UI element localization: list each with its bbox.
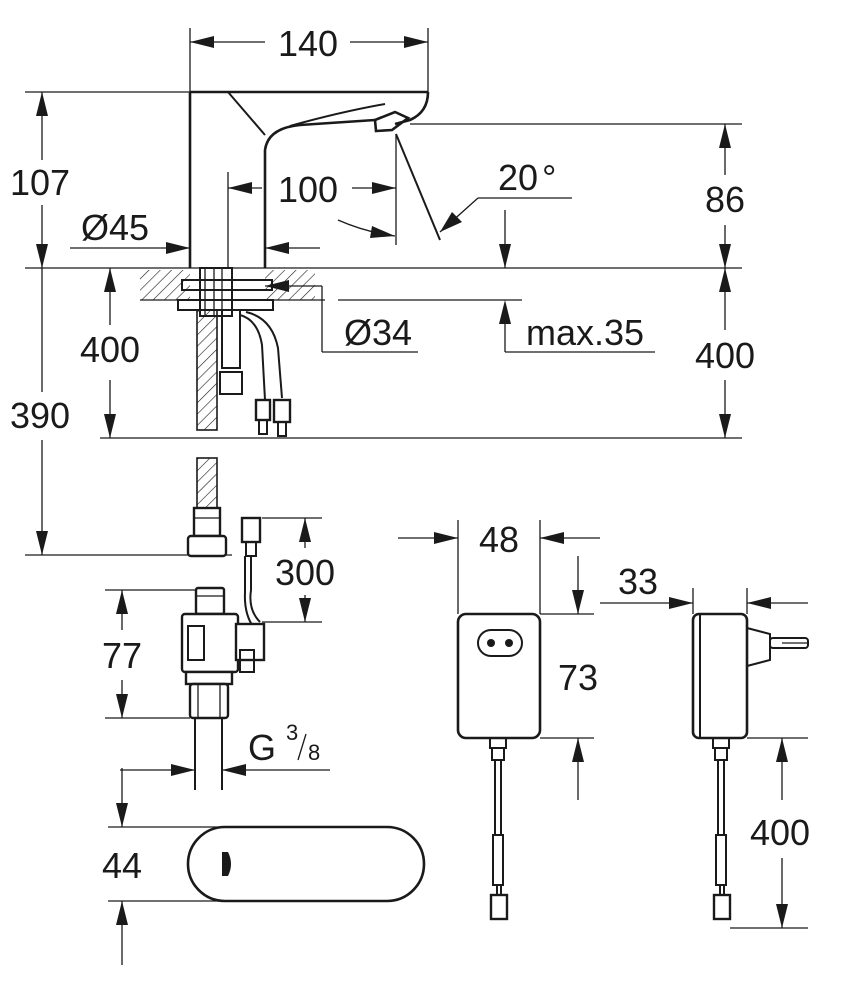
label-angle: 20°: [498, 157, 556, 198]
dimension-107: 107: [10, 91, 190, 268]
dimension-300: 300: [262, 517, 335, 623]
label-390: 390: [10, 395, 70, 436]
label-thread-g: G: [248, 727, 276, 768]
power-adapter-front: [456, 612, 542, 921]
label-86: 86: [705, 179, 745, 220]
dimension-77: 77: [102, 589, 196, 719]
label-diameter-34: Ø34: [344, 312, 412, 353]
label-thread-num: 3: [286, 720, 298, 745]
label-thread-den: 8: [308, 740, 320, 765]
dimension-max-35: max.35: [338, 299, 655, 353]
dimension-400-right: 400: [695, 268, 755, 438]
countertop: [25, 267, 742, 317]
dimension-thread: G 3 8: [120, 720, 330, 776]
sensor-plate: [186, 825, 426, 903]
dimension-diameter-45: Ø45: [70, 207, 320, 254]
label-33: 33: [618, 561, 658, 602]
dimension-86: 86: [410, 123, 745, 268]
label-44: 44: [102, 845, 142, 886]
power-adapter-side: [691, 612, 809, 921]
dimension-diameter-34: Ø34: [265, 280, 418, 353]
label-107: 107: [10, 162, 70, 203]
dimension-angle-20: 20°: [337, 157, 572, 238]
label-77: 77: [102, 635, 142, 676]
label-400-right: 400: [695, 335, 755, 376]
label-73: 73: [558, 657, 598, 698]
label-400-adapter: 400: [750, 812, 810, 853]
dimension-44: 44: [102, 768, 228, 965]
label-diameter-45: Ø45: [81, 207, 149, 248]
label-max-35: max.35: [526, 312, 644, 353]
dimension-400-adapter: 400: [730, 737, 810, 929]
dimension-140: 140: [189, 23, 429, 92]
label-100: 100: [278, 169, 338, 210]
dimension-33: 33: [600, 561, 808, 614]
label-300: 300: [275, 552, 335, 593]
dimension-100: 100: [227, 169, 396, 268]
label-140: 140: [278, 23, 338, 64]
label-48: 48: [479, 519, 519, 560]
dimension-73: 73: [540, 556, 598, 800]
dimension-48: 48: [398, 519, 600, 614]
label-400-left: 400: [80, 329, 140, 370]
dimension-400-left: 400: [80, 268, 742, 439]
under-counter-parts: [196, 309, 292, 437]
hose-and-valve: [180, 457, 266, 790]
